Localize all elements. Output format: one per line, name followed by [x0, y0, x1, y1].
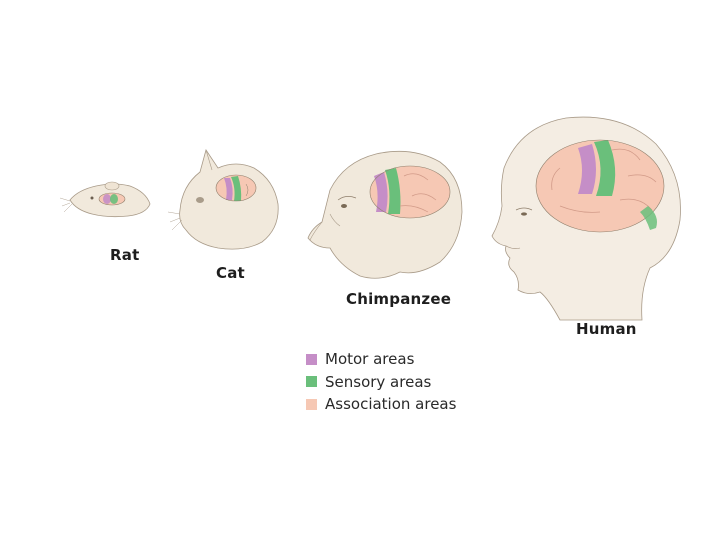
legend-item-motor: Motor areas [306, 348, 456, 371]
cat-label: Cat [216, 264, 245, 282]
legend-label: Motor areas [325, 350, 415, 369]
association-swatch [306, 398, 317, 410]
rat-brain [98, 192, 126, 206]
chimpanzee-illustration [307, 150, 463, 279]
rat-label: Rat [110, 246, 140, 264]
legend-item-association: Association areas [306, 393, 456, 416]
chimpanzee-label: Chimpanzee [346, 290, 452, 308]
chimpanzee-brain [369, 165, 451, 219]
legend: Motor areas Sensory areas Association ar… [306, 348, 456, 416]
sensory-swatch [306, 376, 317, 388]
cat-illustration [167, 149, 279, 250]
cat-brain [215, 174, 257, 202]
rat-illustration [59, 181, 151, 218]
human-illustration [491, 116, 681, 321]
legend-label: Association areas [325, 395, 457, 414]
legend-item-sensory: Sensory areas [306, 371, 456, 394]
human-label: Human [576, 320, 637, 338]
human-brain [535, 139, 665, 233]
legend-label: Sensory areas [325, 372, 432, 391]
motor-swatch [306, 353, 317, 365]
